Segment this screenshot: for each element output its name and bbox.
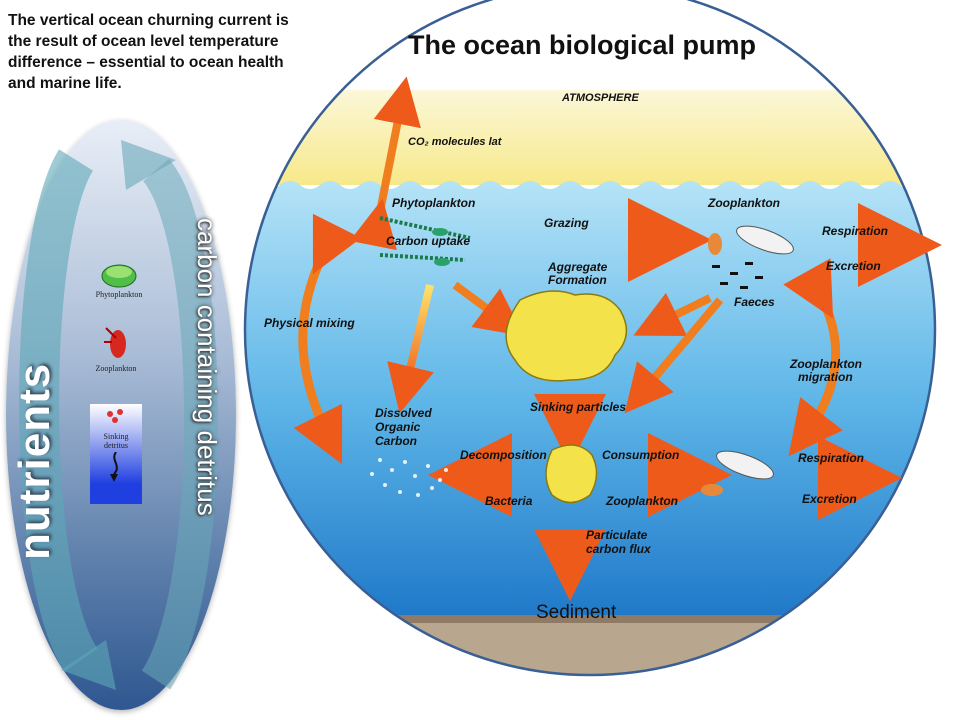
zooplankton-top-drawing xyxy=(708,225,794,255)
faeces-label: Faeces xyxy=(734,295,775,309)
zooplankton-migration-label-1: Zooplankton xyxy=(790,357,862,371)
intro-text: The vertical ocean churning current is t… xyxy=(8,12,289,92)
sediment-label: Sediment xyxy=(536,602,617,623)
physical-mixing-arrow xyxy=(293,213,362,465)
phytoplankton-drawing xyxy=(379,216,471,266)
zooplankton-bottom-label: Zooplankton xyxy=(606,494,678,508)
cycle-arrows xyxy=(19,140,218,690)
phytoplankton-icon: Phytoplankton xyxy=(94,260,144,299)
zooplankton-bottom-drawing xyxy=(701,450,774,496)
faeces-drawing xyxy=(712,262,763,289)
sediment-layer xyxy=(245,615,935,675)
formation-label: Formation xyxy=(548,273,607,287)
carbon-uptake-label: Carbon uptake xyxy=(386,234,471,248)
doc-arrow xyxy=(387,284,434,414)
zooplankton-top-label: Zooplankton xyxy=(708,196,780,210)
zooplankton-migration-label-2: migration xyxy=(798,370,853,384)
particulate-label: Particulate xyxy=(586,528,648,542)
co2-label: CO₂ molecules lat xyxy=(408,136,502,148)
consumption-label: Consumption xyxy=(602,448,680,462)
zooplankton-icon-label: Zooplankton xyxy=(95,364,137,373)
aggregate-in-arrow xyxy=(452,281,525,337)
carbon-label: Carbon xyxy=(375,434,417,448)
bacteria-label: Bacteria xyxy=(485,494,533,508)
co2-exchange-arrow xyxy=(349,76,421,251)
phytoplankton-label: Phytoplankton xyxy=(392,196,476,210)
grazing-label: Grazing xyxy=(544,216,589,230)
respiration-top-label: Respiration xyxy=(822,224,889,238)
physical-mixing-label: Physical mixing xyxy=(264,316,355,330)
phytoplankton-icon-label: Phytoplankton xyxy=(95,290,143,299)
sinking-detritus-label: Sinking detritus xyxy=(103,432,129,450)
aggregate-label: Aggregate xyxy=(548,260,608,274)
atmosphere-label: ATMOSPHERE xyxy=(562,92,639,104)
nutrient-cycle-panel: Phytoplankton Zooplankton Sinking detrit… xyxy=(6,120,236,710)
excretion-bottom-label: Excretion xyxy=(802,492,857,506)
diagram-circle-border xyxy=(243,0,937,677)
diagram-title: The ocean biological pump xyxy=(408,30,757,60)
sinking-particles-label: Sinking particles xyxy=(530,400,627,414)
zooplankton-icon: Zooplankton xyxy=(86,318,146,373)
faeces-sinking-arrow xyxy=(624,297,724,414)
aggregate-blob xyxy=(505,290,628,382)
doc-dots xyxy=(370,458,448,497)
respiration-bottom-label: Respiration xyxy=(798,451,865,465)
sinking-detritus-icon: Sinking detritus xyxy=(90,404,142,504)
decomposition-label: Decomposition xyxy=(460,448,547,462)
carbon-flux-label: carbon flux xyxy=(586,542,651,556)
excretion-top-label: Excretion xyxy=(826,259,881,273)
faeces-aggregate-arrow xyxy=(633,292,712,336)
zooplankton-migration-arrow xyxy=(783,258,843,457)
flow-arrows xyxy=(293,76,942,601)
dissolved-label: Dissolved xyxy=(375,406,432,420)
organic-label: Organic xyxy=(375,420,421,434)
aggregate-small xyxy=(545,444,598,504)
